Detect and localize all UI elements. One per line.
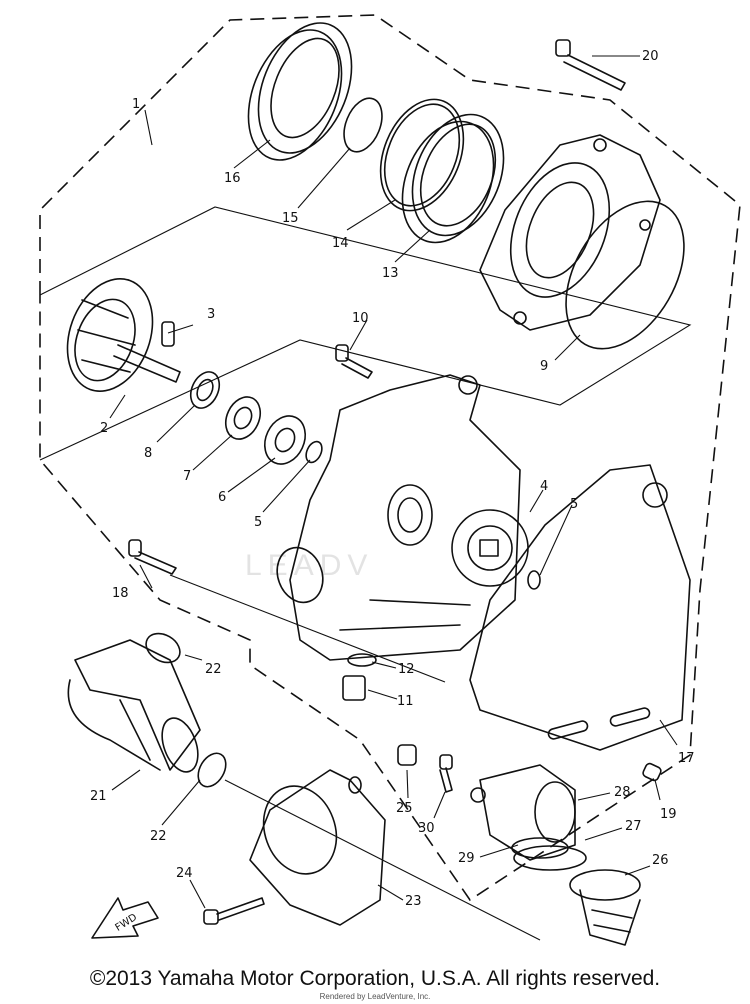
part-19-dowel (642, 762, 662, 782)
part-2-impeller (66, 278, 181, 392)
callout-11: 11 (397, 694, 414, 709)
part-17-gasket (469, 464, 691, 751)
part-5-circlip (305, 440, 323, 464)
leader-lines (109, 55, 678, 909)
part-16-oil-seal (247, 22, 353, 161)
callout-29: 29 (458, 851, 475, 866)
pump-housing-cover (479, 134, 661, 331)
callout-25: 25 (396, 801, 413, 816)
callout-26: 26 (652, 853, 669, 868)
callout-30: 30 (418, 821, 435, 836)
callout-5b: 5 (570, 497, 578, 512)
callout-13: 13 (382, 266, 399, 281)
callout-15: 15 (282, 211, 299, 226)
callout-14: 14 (332, 236, 349, 251)
fwd-arrow-icon: FWD (91, 897, 159, 939)
mount-leader-line (169, 574, 446, 683)
part-22-o-ring-a (145, 632, 181, 664)
part-25-plug (397, 744, 417, 766)
part-8-seal (189, 371, 221, 409)
callout-19: 19 (660, 807, 677, 822)
part-11-drain-bolt (342, 675, 366, 701)
callout-27: 27 (625, 819, 642, 834)
callout-7: 7 (183, 469, 191, 484)
callout-22a: 22 (205, 662, 222, 677)
copyright-notice: ©2013 Yamaha Motor Corporation, U.S.A. A… (89, 967, 661, 990)
assembly-plate-outline (39, 206, 692, 461)
callout-17: 17 (678, 751, 695, 766)
part-22-o-ring-b (197, 752, 227, 788)
callout-16: 16 (224, 171, 241, 186)
callout-20: 20 (642, 49, 659, 64)
part-21-water-pipe (67, 639, 201, 773)
callout-3: 3 (207, 307, 215, 322)
callout-5a: 5 (254, 515, 262, 530)
part-23-thermostat-housing (249, 769, 386, 926)
callout-24: 24 (176, 866, 193, 881)
assembly-outline-dashed (39, 14, 741, 902)
callout-10: 10 (352, 311, 369, 326)
part-28-thermostat-cover (470, 764, 576, 861)
pump-body (276, 374, 529, 661)
part-9-o-ring (565, 200, 685, 350)
callout-2: 2 (100, 421, 108, 436)
part-24-bolt (203, 897, 265, 925)
watermark-text: LEADV (245, 549, 373, 582)
callout-6: 6 (218, 490, 226, 505)
callout-12: 12 (398, 662, 415, 677)
part-13-seal (401, 113, 505, 244)
callout-23: 23 (405, 894, 422, 909)
part-12-washer (347, 653, 377, 667)
part-6-bearing (263, 415, 307, 465)
callout-1: 1 (132, 97, 140, 112)
water-pump-exploded-diagram: LEADV (39, 14, 741, 946)
callout-22b: 22 (150, 829, 167, 844)
callout-8: 8 (144, 446, 152, 461)
part-10-bolt (335, 344, 373, 379)
part-29-o-ring (511, 837, 569, 859)
part-27-gasket (513, 845, 587, 871)
callout-21: 21 (90, 789, 107, 804)
part-7-bearing (224, 396, 262, 440)
callout-28: 28 (614, 785, 631, 800)
part-5-circlip-b (527, 570, 541, 590)
rendered-by-notice: Rendered by LeadVenture, Inc. (319, 992, 431, 1001)
callout-9: 9 (540, 359, 548, 374)
part-20-bolt (555, 39, 626, 91)
callout-4: 4 (540, 479, 548, 494)
part-26-thermostat (569, 869, 641, 946)
part-15-washer (343, 97, 383, 153)
callout-18: 18 (112, 586, 129, 601)
part-30-bolt (439, 754, 453, 793)
part-18-bolt (128, 539, 177, 575)
